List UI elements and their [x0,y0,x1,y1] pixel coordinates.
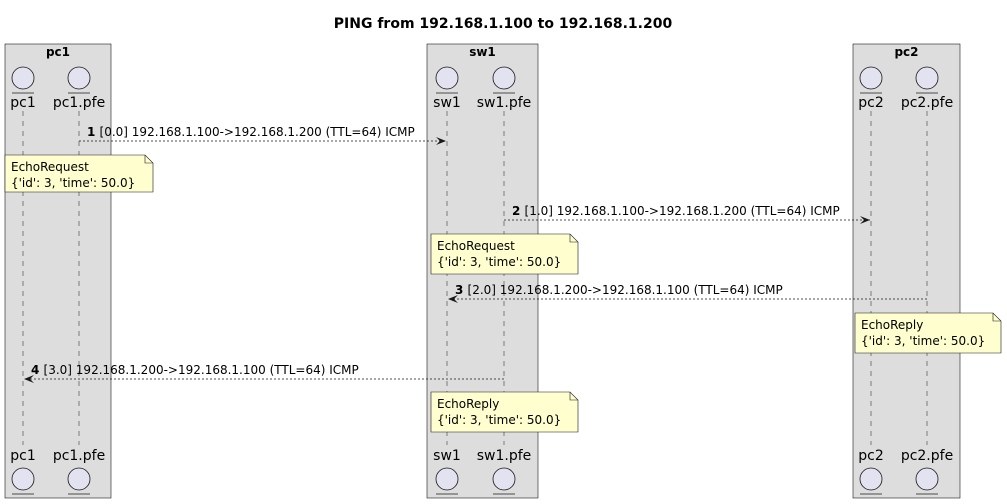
entity-icon-sw1-bottom [435,467,459,491]
note-4 [430,391,579,433]
box-title-sw1: sw1 [469,45,496,59]
entity-icon-pc1-top [11,66,35,90]
note-fold-1 [144,155,153,164]
entity-icon-pc1-pfe-top [67,66,91,90]
note-text-3-2: {'id': 3, 'time': 50.0} [861,334,985,348]
note-fold-4 [569,392,578,401]
message-text-3: [2.0] 192.168.1.200->192.168.1.100 (TTL=… [468,283,783,297]
entity-icon-sw1-pfe-top [492,66,516,90]
note-text-2-2: {'id': 3, 'time': 50.0} [437,255,561,269]
participant-label-pc2-bottom: pc2 [858,448,884,464]
entity-icon-pc2-pfe-top [915,66,939,90]
participant-label-pc1-pfe-top: pc1.pfe [53,95,105,111]
message-text-1: [0.0] 192.168.1.100->192.168.1.200 (TTL=… [100,125,415,139]
note-3 [854,312,1002,354]
arrowhead-3 [448,295,458,303]
entity-icon-pc2-bottom [859,467,883,491]
note-text-1-2: {'id': 3, 'time': 50.0} [11,176,135,190]
message-text-2: [1.0] 192.168.1.100->192.168.1.200 (TTL=… [525,204,840,218]
message-label-2: 2 [1.0] 192.168.1.100->192.168.1.200 (TT… [512,204,840,218]
entity-icon-sw1-top [435,66,459,90]
arrowhead-2 [860,216,870,224]
participant-label-pc1-bottom: pc1 [10,448,36,464]
note-text-2-1: EchoRequest [437,239,515,253]
box-title-pc2: pc2 [894,45,918,59]
entity-icon-pc2-pfe-bottom [915,467,939,491]
participant-label-pc1-pfe-bottom: pc1.pfe [53,448,105,464]
message-label-1: 1 [0.0] 192.168.1.100->192.168.1.200 (TT… [87,125,415,139]
note-fold-3 [992,313,1001,322]
note-text-4-1: EchoReply [437,397,499,411]
participant-label-pc2-pfe-bottom: pc2.pfe [901,448,953,464]
note-text-1-1: EchoRequest [11,160,89,174]
participant-label-sw1-bottom: sw1 [433,448,461,464]
note-text-3-1: EchoReply [861,318,923,332]
message-number-2: 2 [512,204,525,218]
message-text-4: [3.0] 192.168.1.200->192.168.1.100 (TTL=… [44,363,359,377]
note-2 [430,233,579,275]
message-number-1: 1 [87,125,100,139]
box-pc2 [852,43,961,499]
participant-label-pc2-pfe-top: pc2.pfe [901,95,953,111]
note-fold-2 [569,234,578,243]
participant-label-sw1-pfe-top: sw1.pfe [477,95,532,111]
message-label-3: 3 [2.0] 192.168.1.200->192.168.1.100 (TT… [455,283,783,297]
box-pc1 [4,43,112,499]
entity-icon-pc2-top [859,66,883,90]
participant-label-sw1-top: sw1 [433,95,461,111]
diagram-title: PING from 192.168.1.100 to 192.168.1.200 [334,16,673,32]
entity-icon-pc1-pfe-bottom [67,467,91,491]
participant-label-pc1-top: pc1 [10,95,36,111]
entity-icon-pc1-bottom [11,467,35,491]
arrowhead-4 [24,375,34,383]
box-title-pc1: pc1 [46,45,70,59]
note-text-4-2: {'id': 3, 'time': 50.0} [437,413,561,427]
arrowhead-1 [436,137,446,145]
note-1 [4,154,154,193]
message-label-4: 4 [3.0] 192.168.1.200->192.168.1.100 (TT… [31,363,359,377]
participant-label-pc2-top: pc2 [858,95,884,111]
entity-icon-sw1-pfe-bottom [492,467,516,491]
message-number-3: 3 [455,283,468,297]
participant-label-sw1-pfe-bottom: sw1.pfe [477,448,532,464]
message-number-4: 4 [31,363,44,377]
